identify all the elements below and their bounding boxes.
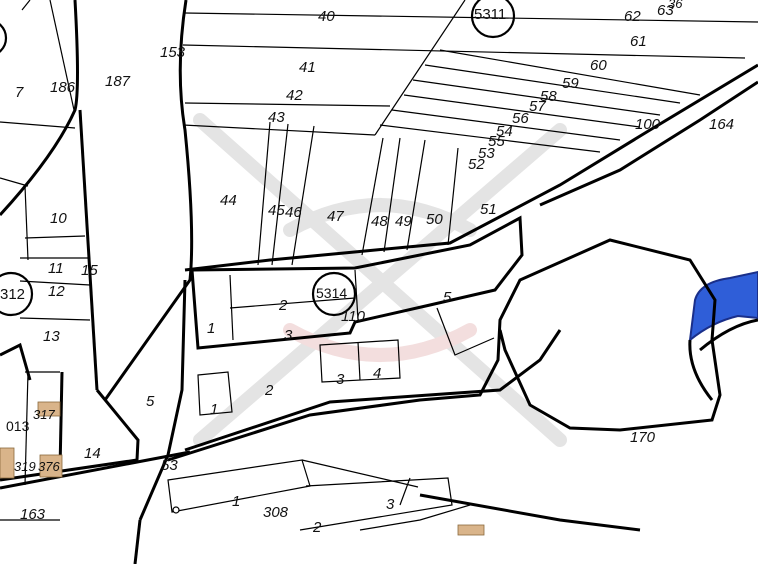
parcel-label: 187 (105, 73, 131, 90)
parcel-label: 41 (299, 59, 316, 76)
parcel-label: 36 (668, 0, 683, 11)
sheet-label-5311: 5311 (474, 6, 507, 23)
parcel-label: 376 (38, 459, 60, 474)
parcel-label: 54 (496, 123, 513, 140)
parcel-label: 40 (318, 8, 335, 25)
sheet-label-013: 013 (6, 418, 30, 434)
sheet-circle-5314 (311, 271, 357, 317)
parcel-label: 59 (562, 75, 579, 92)
parcel-label: 110 (341, 308, 365, 325)
parcel-label: 4 (373, 365, 382, 382)
parcel-label: 53 (478, 145, 495, 162)
parcel-label: 319 (14, 459, 36, 474)
parcel-label: 46 (285, 204, 302, 221)
parcel-label: 317 (33, 407, 55, 422)
parcel-label: 50 (426, 211, 443, 228)
parcel-label: 14 (84, 445, 101, 462)
parcel-label: 2 (265, 382, 274, 399)
parcel-label: 7 (15, 84, 24, 101)
parcel-label: 44 (220, 192, 237, 209)
watermark-emblem (193, 113, 567, 447)
sheet-circle-5311 (470, 0, 516, 39)
sheet-circle-312 (0, 271, 34, 317)
parcel-label: 61 (630, 33, 647, 50)
parcel-label: 49 (395, 213, 412, 230)
parcel-label: 1 (207, 320, 216, 337)
water-body (688, 270, 758, 343)
sheet-markers (0, 0, 516, 317)
parcel-label: 60 (590, 57, 607, 74)
parcel-label: 43 (268, 109, 285, 126)
parcel-label: 3 (336, 371, 345, 388)
parcel-label: 100 (635, 116, 661, 133)
parcel-label: 45 (268, 202, 285, 219)
parcel-label: 56 (512, 110, 529, 127)
parcel-label: 15 (81, 262, 98, 279)
parcel-label: 42 (286, 87, 303, 104)
parcel-label: 164 (709, 116, 735, 133)
parcel-label: 170 (630, 429, 656, 446)
parcel-label: 62 (624, 8, 641, 25)
parcel-label: 58 (540, 88, 557, 105)
parcel-label: 5 (146, 393, 155, 410)
parcel-label: 1 (210, 401, 219, 418)
parcel-label: 57 (529, 98, 546, 115)
parcel-label: 51 (480, 201, 497, 218)
parcel-label: 5 (443, 289, 452, 306)
parcel-label: 53 (161, 457, 178, 474)
parcel-label: 3 (284, 327, 293, 344)
survey-point (172, 506, 180, 514)
sheet-circle-partial (0, 23, 8, 53)
parcel-label: 55 (488, 133, 505, 150)
sheet-label-5314: 5314 (316, 285, 348, 301)
parcel-label: 47 (327, 208, 344, 225)
parcel-label: 48 (371, 213, 388, 230)
parcel-label: 63 (657, 2, 674, 19)
parcel-label: 52 (468, 156, 485, 173)
parcel-label: 11 (48, 260, 64, 277)
parcel-label: 163 (20, 506, 46, 523)
parcel-label: 12 (48, 283, 65, 300)
building-footprints (0, 401, 485, 536)
parcel-label: 153 (160, 44, 186, 61)
parcel-label: 2 (279, 297, 288, 314)
parcel-lines (0, 0, 758, 531)
parcel-label: 3 (386, 496, 395, 513)
sheet-label-312: 312 (0, 286, 26, 303)
parcel-label: 2 (313, 519, 322, 536)
parcel-label: 308 (263, 504, 289, 521)
parcel-label: 13 (43, 328, 60, 345)
parcel-label: 1 (232, 493, 241, 510)
parcel-label: 186 (50, 79, 76, 96)
parcel-label: 10 (50, 210, 67, 227)
